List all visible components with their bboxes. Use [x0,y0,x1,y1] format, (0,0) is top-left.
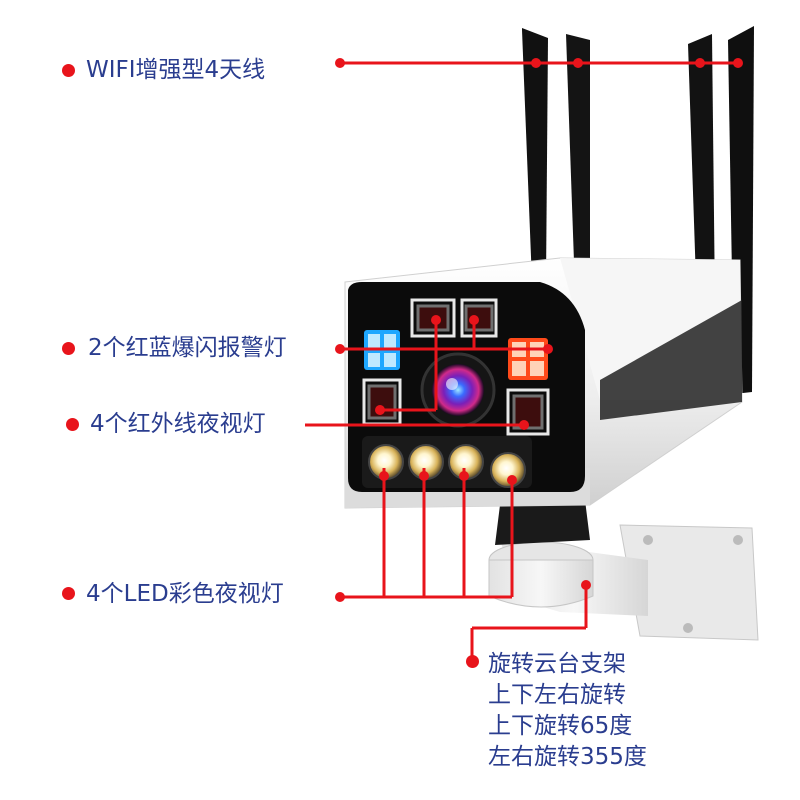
antenna [522,28,548,282]
bullet-dot-icon [431,315,441,325]
ir-light-label: 4个红外线夜视灯 [90,411,266,437]
bullet-dot-icon [62,342,75,355]
bullet-dot-icon [66,418,79,431]
red-alarm-light [508,338,548,380]
camera-lens [420,352,496,428]
bullet-dot-icon [695,58,705,68]
bracket-mount [488,500,759,641]
bullet-dot-icon [335,58,345,68]
bullet-dot-icon [419,471,429,481]
bracket-line: 上下旋转65度 [488,713,633,739]
antenna [566,34,590,262]
bracket-description: 旋转云台支架 上下左右旋转 上下旋转65度 左右旋转355度 [488,649,647,773]
bracket-title: 旋转云台支架 [488,651,626,677]
bracket-line: 上下左右旋转 [488,682,626,708]
bullet-dot-icon [543,344,553,354]
bullet-dot-icon [581,580,591,590]
alarm-light-label: 2个红蓝爆闪报警灯 [88,335,287,361]
bullet-dot-icon [379,471,389,481]
bullet-dot-icon [507,475,517,485]
bullet-dot-icon [466,655,479,668]
bullet-dot-icon [573,58,583,68]
bullet-dot-icon [62,64,75,77]
bullet-dot-icon [459,471,469,481]
bullet-dot-icon [62,587,75,600]
led-lights [362,436,532,488]
bullet-dot-icon [335,344,345,354]
callout-dots [335,58,743,602]
bullet-dot-icon [519,420,529,430]
bracket-line: 左右旋转355度 [488,744,647,770]
bullet-dot-icon [531,58,541,68]
bullet-dot-icon [733,58,743,68]
led-light-label: 4个LED彩色夜视灯 [86,581,284,607]
bullet-dot-icon [469,315,479,325]
antenna-label: WIFI增强型4天线 [86,57,266,83]
bullet-dot-icon [335,592,345,602]
bullet-dot-icon [375,405,385,415]
